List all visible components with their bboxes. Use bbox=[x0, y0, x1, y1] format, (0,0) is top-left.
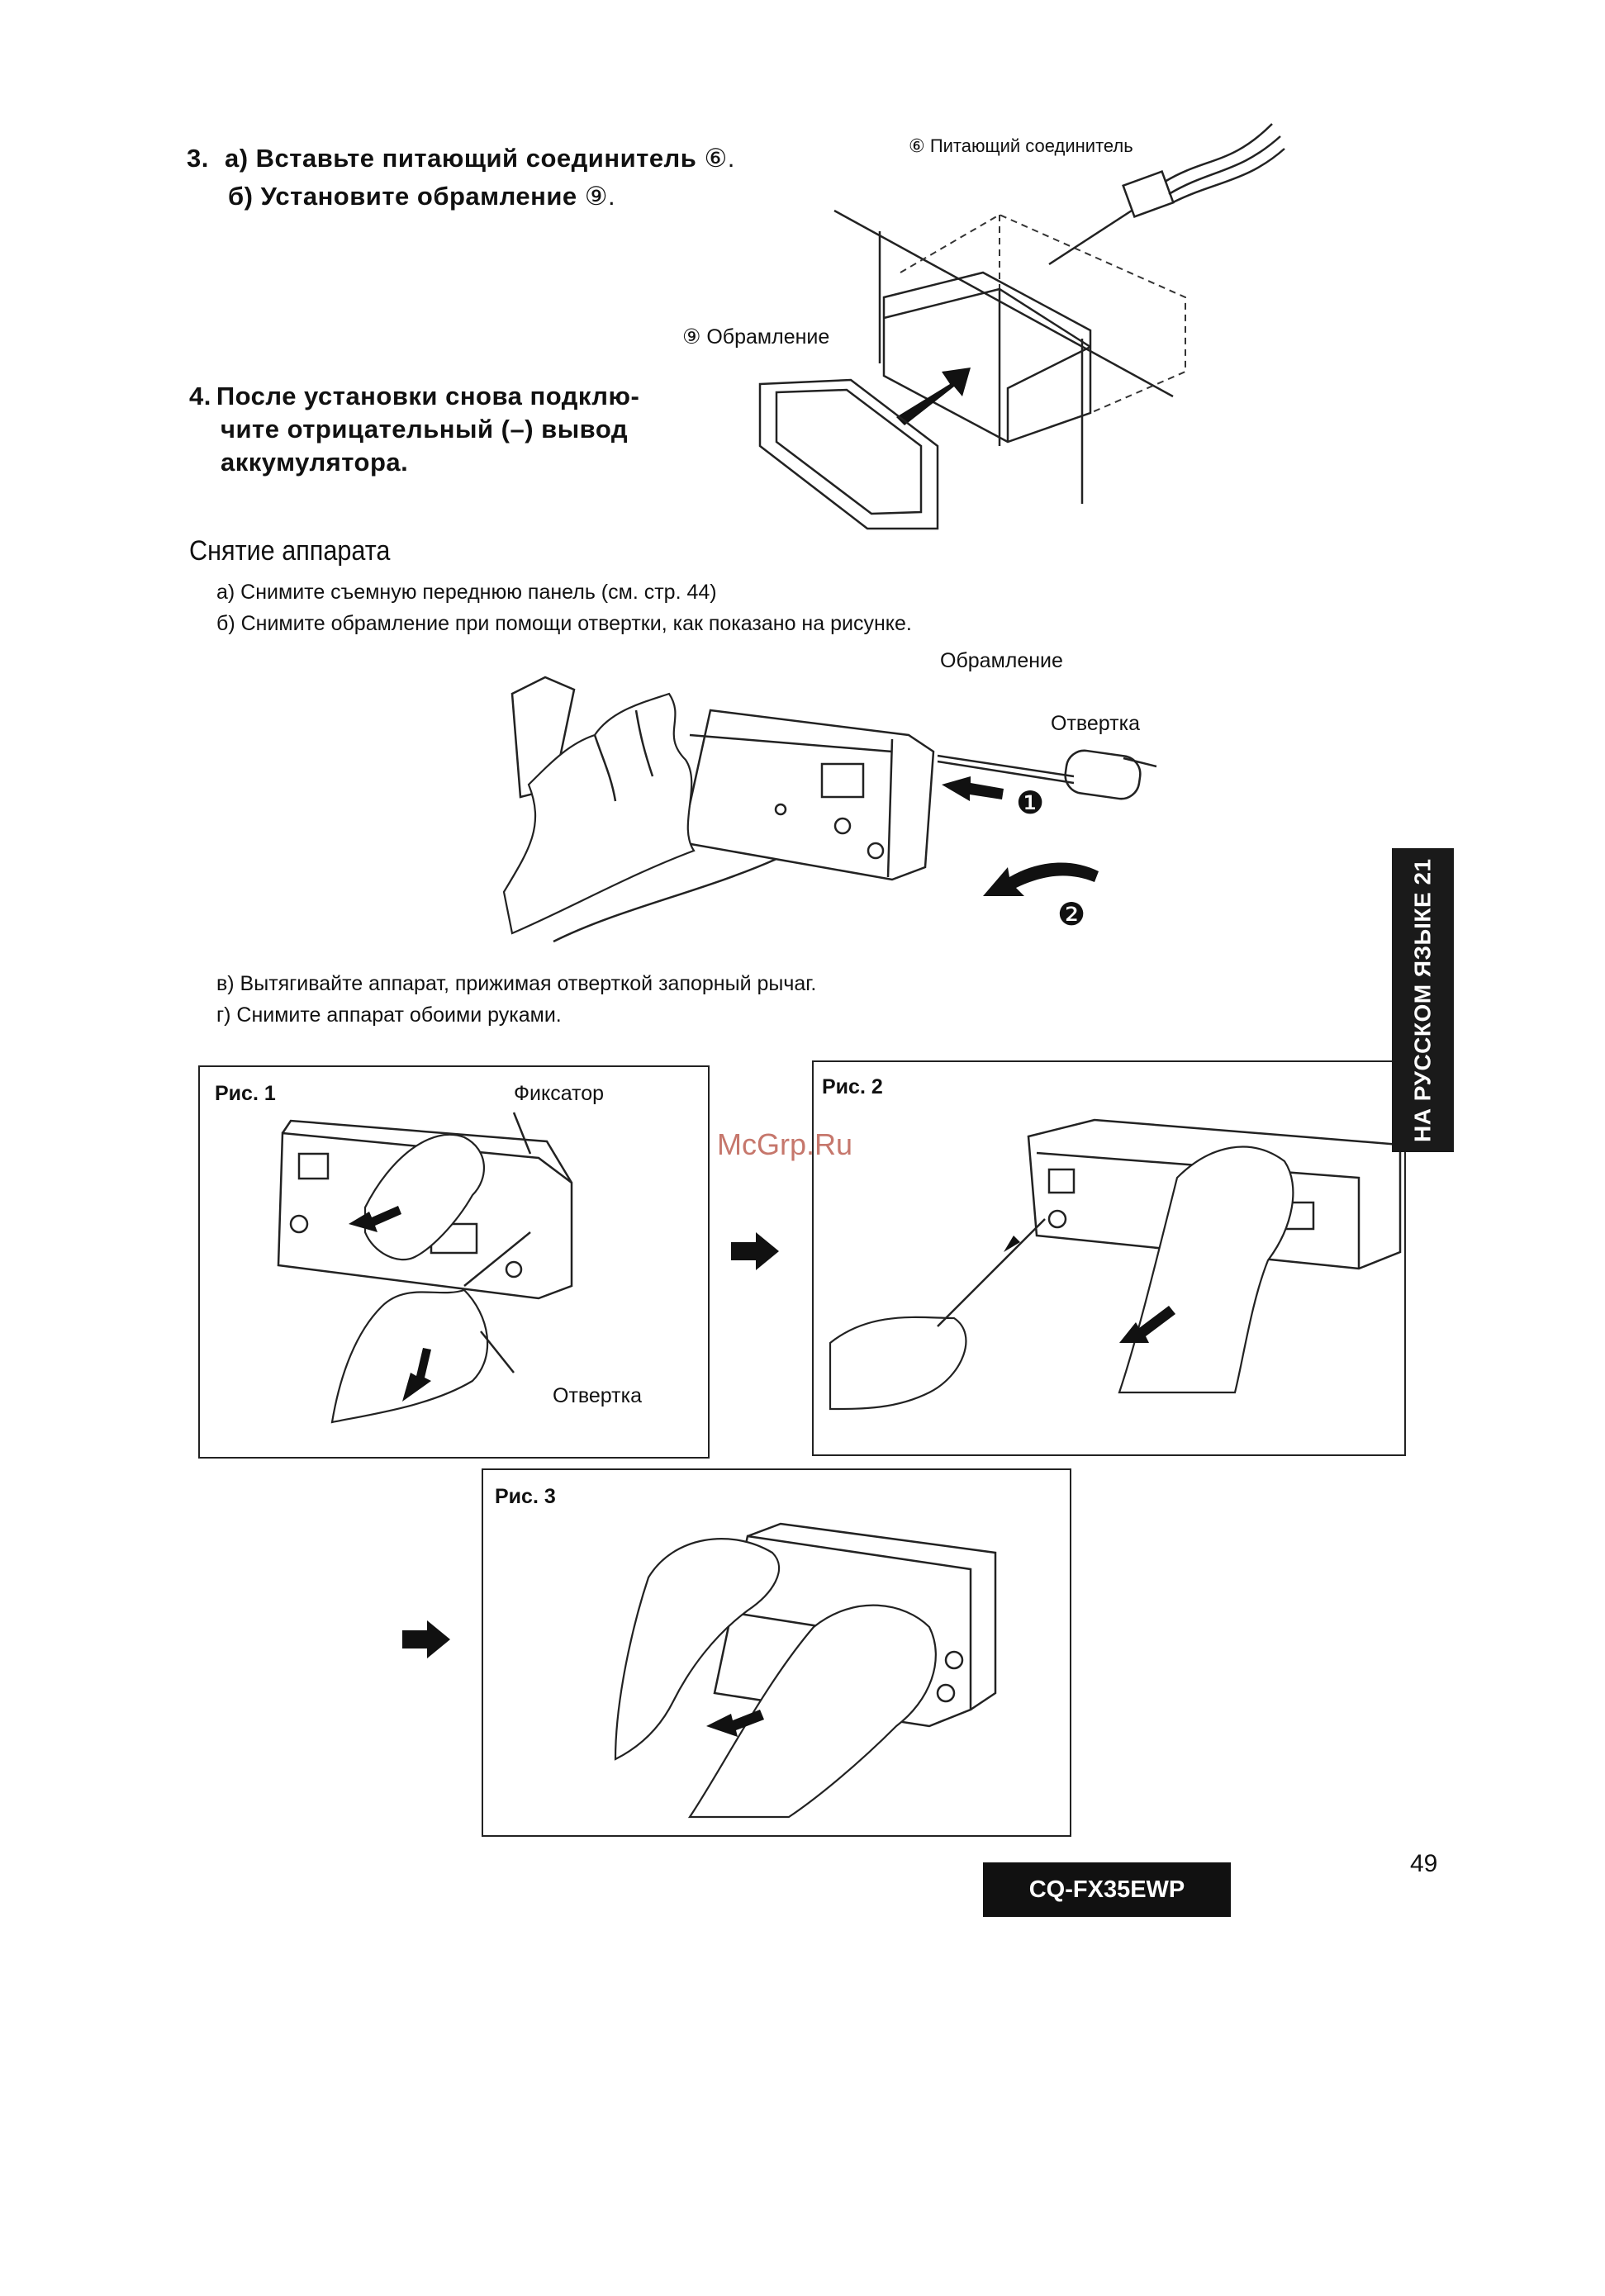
removal-heading: Снятие аппарата bbox=[189, 535, 391, 567]
figure-3-title: Рис. 3 bbox=[495, 1485, 556, 1508]
step-4-line3: аккумулятора. bbox=[221, 448, 409, 477]
step-3b-ref: ⑨. bbox=[584, 182, 616, 211]
arrow-to-fig3 bbox=[402, 1620, 450, 1658]
marker-2: ❷ bbox=[1057, 898, 1086, 932]
step-3-number: 3. bbox=[187, 144, 209, 173]
watermark: McGrp.Ru bbox=[717, 1127, 853, 1161]
model-badge: CQ-FX35EWP bbox=[983, 1862, 1231, 1917]
figure-2: Рис. 2 bbox=[812, 1060, 1406, 1456]
removal-item-b: б) Снимите обрамление при помощи отвертк… bbox=[216, 612, 912, 635]
frame-label-top: ⑨ Обрамление bbox=[682, 325, 830, 349]
figure-3: Рис. 3 bbox=[482, 1468, 1071, 1837]
figure-1-latch-label: Фиксатор bbox=[514, 1082, 605, 1105]
step-3a-ref: ⑥. bbox=[704, 144, 735, 173]
figure-2-title: Рис. 2 bbox=[822, 1075, 883, 1098]
step-4-line2: чите отрицательный (–) вывод bbox=[221, 415, 629, 444]
power-connector-label: ⑥ Питающий соединитель bbox=[909, 135, 1133, 156]
screwdriver-label: Отвертка bbox=[1051, 712, 1140, 735]
step-3: 3. а) Вставьте питающий соединитель ⑥. bbox=[187, 142, 848, 175]
language-side-tab: НА РУССКОМ ЯЗЫКЕ 21 bbox=[1392, 848, 1454, 1152]
frame-label: Обрамление bbox=[940, 649, 1063, 672]
figure-2-illustration bbox=[829, 1118, 1402, 1411]
step-4: 4.После установки снова подклю- чите отр… bbox=[189, 380, 734, 479]
marker-1: ❶ bbox=[1016, 786, 1045, 821]
figure-1-screwdriver-label: Отвертка bbox=[553, 1384, 642, 1407]
arrow-fig1-to-fig2 bbox=[731, 1232, 779, 1270]
step-3b-text: б) Установите обрамление bbox=[228, 182, 577, 211]
frame-removal-illustration bbox=[502, 676, 1157, 943]
step-4-number: 4. bbox=[189, 382, 211, 410]
removal-item-c: в) Вытягивайте аппарат, прижимая отвертк… bbox=[216, 972, 817, 995]
removal-item-a: а) Снимите съемную переднюю панель (см. … bbox=[216, 581, 717, 604]
step-3a-text: а) Вставьте питающий соединитель bbox=[224, 144, 697, 173]
figure-1-title: Рис. 1 bbox=[215, 1082, 276, 1105]
figure-1: Рис. 1 Фиксатор Отвертка bbox=[198, 1065, 710, 1459]
figure-3-illustration bbox=[614, 1522, 997, 1819]
step-3b: б) Установите обрамление ⑨. bbox=[228, 180, 856, 213]
removal-item-d: г) Снимите аппарат обоими руками. bbox=[216, 1003, 562, 1027]
step-4-line1: После установки снова подклю- bbox=[216, 382, 640, 410]
installation-illustration bbox=[758, 123, 1285, 530]
page-number: 49 bbox=[1410, 1850, 1438, 1877]
figure-1-illustration bbox=[277, 1112, 573, 1424]
